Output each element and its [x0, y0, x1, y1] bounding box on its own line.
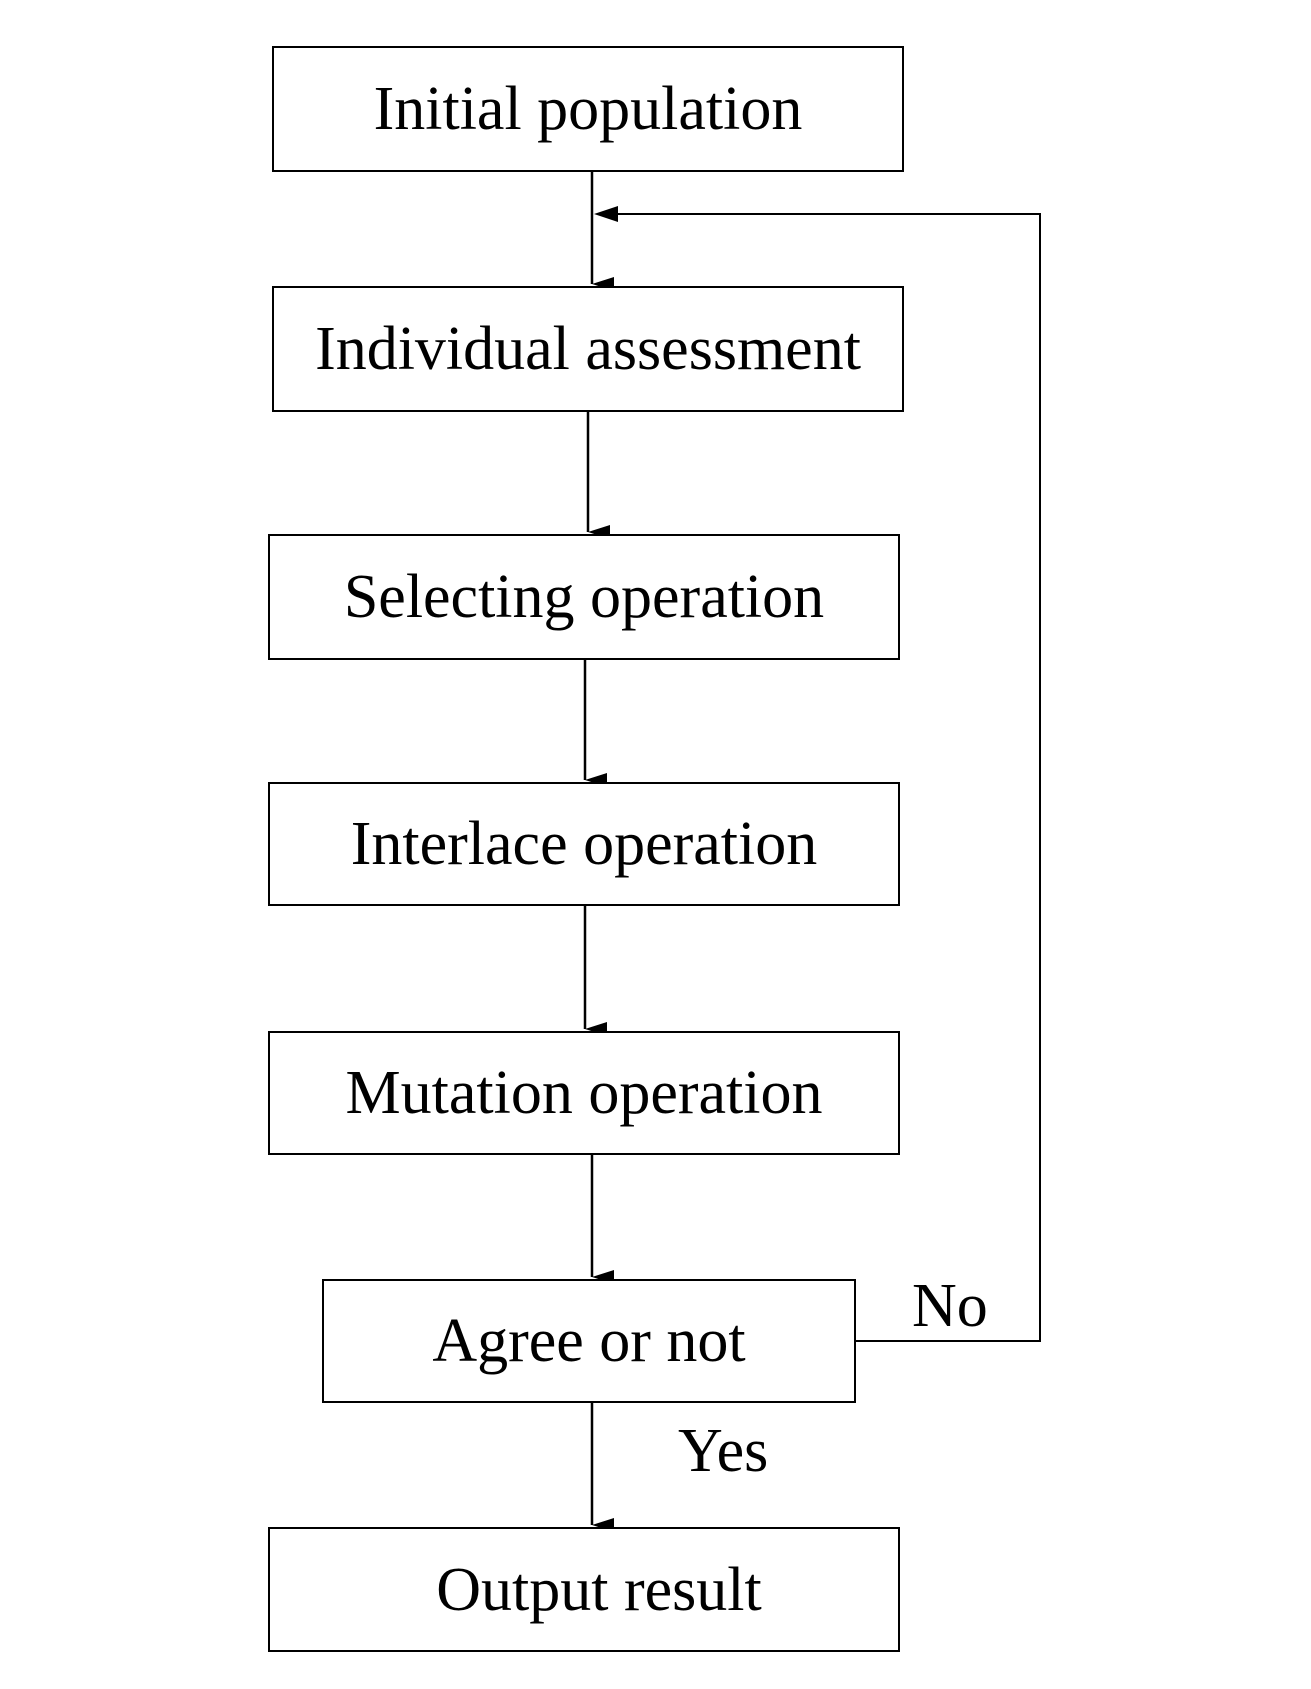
step-label-interlace-operation: Interlace operation — [350, 810, 818, 878]
step-label-individual-assessment: Individual assessment — [315, 315, 861, 383]
feedback-loop-line — [617, 213, 1041, 1342]
decision-no-label: No — [912, 1272, 988, 1340]
decision-agree-or-not: Agree or not — [322, 1279, 856, 1403]
step-mutation-operation: Mutation operation — [268, 1031, 900, 1155]
decision-yes-label: Yes — [678, 1417, 769, 1485]
step-interlace-operation: Interlace operation — [268, 782, 900, 906]
step-label-mutation-operation: Mutation operation — [345, 1059, 823, 1127]
step-output-result: Output result — [268, 1527, 900, 1652]
step-label-output-result: Output result — [436, 1555, 762, 1624]
step-selecting-operation: Selecting operation — [268, 534, 900, 660]
step-label-initial-population: Initial population — [373, 75, 803, 143]
step-individual-assessment: Individual assessment — [272, 286, 904, 412]
feedback-loop-arrowhead — [594, 206, 618, 222]
step-label-selecting-operation: Selecting operation — [343, 563, 825, 631]
step-initial-population: Initial population — [272, 46, 904, 172]
decision-label-agree-or-not: Agree or not — [432, 1307, 746, 1375]
